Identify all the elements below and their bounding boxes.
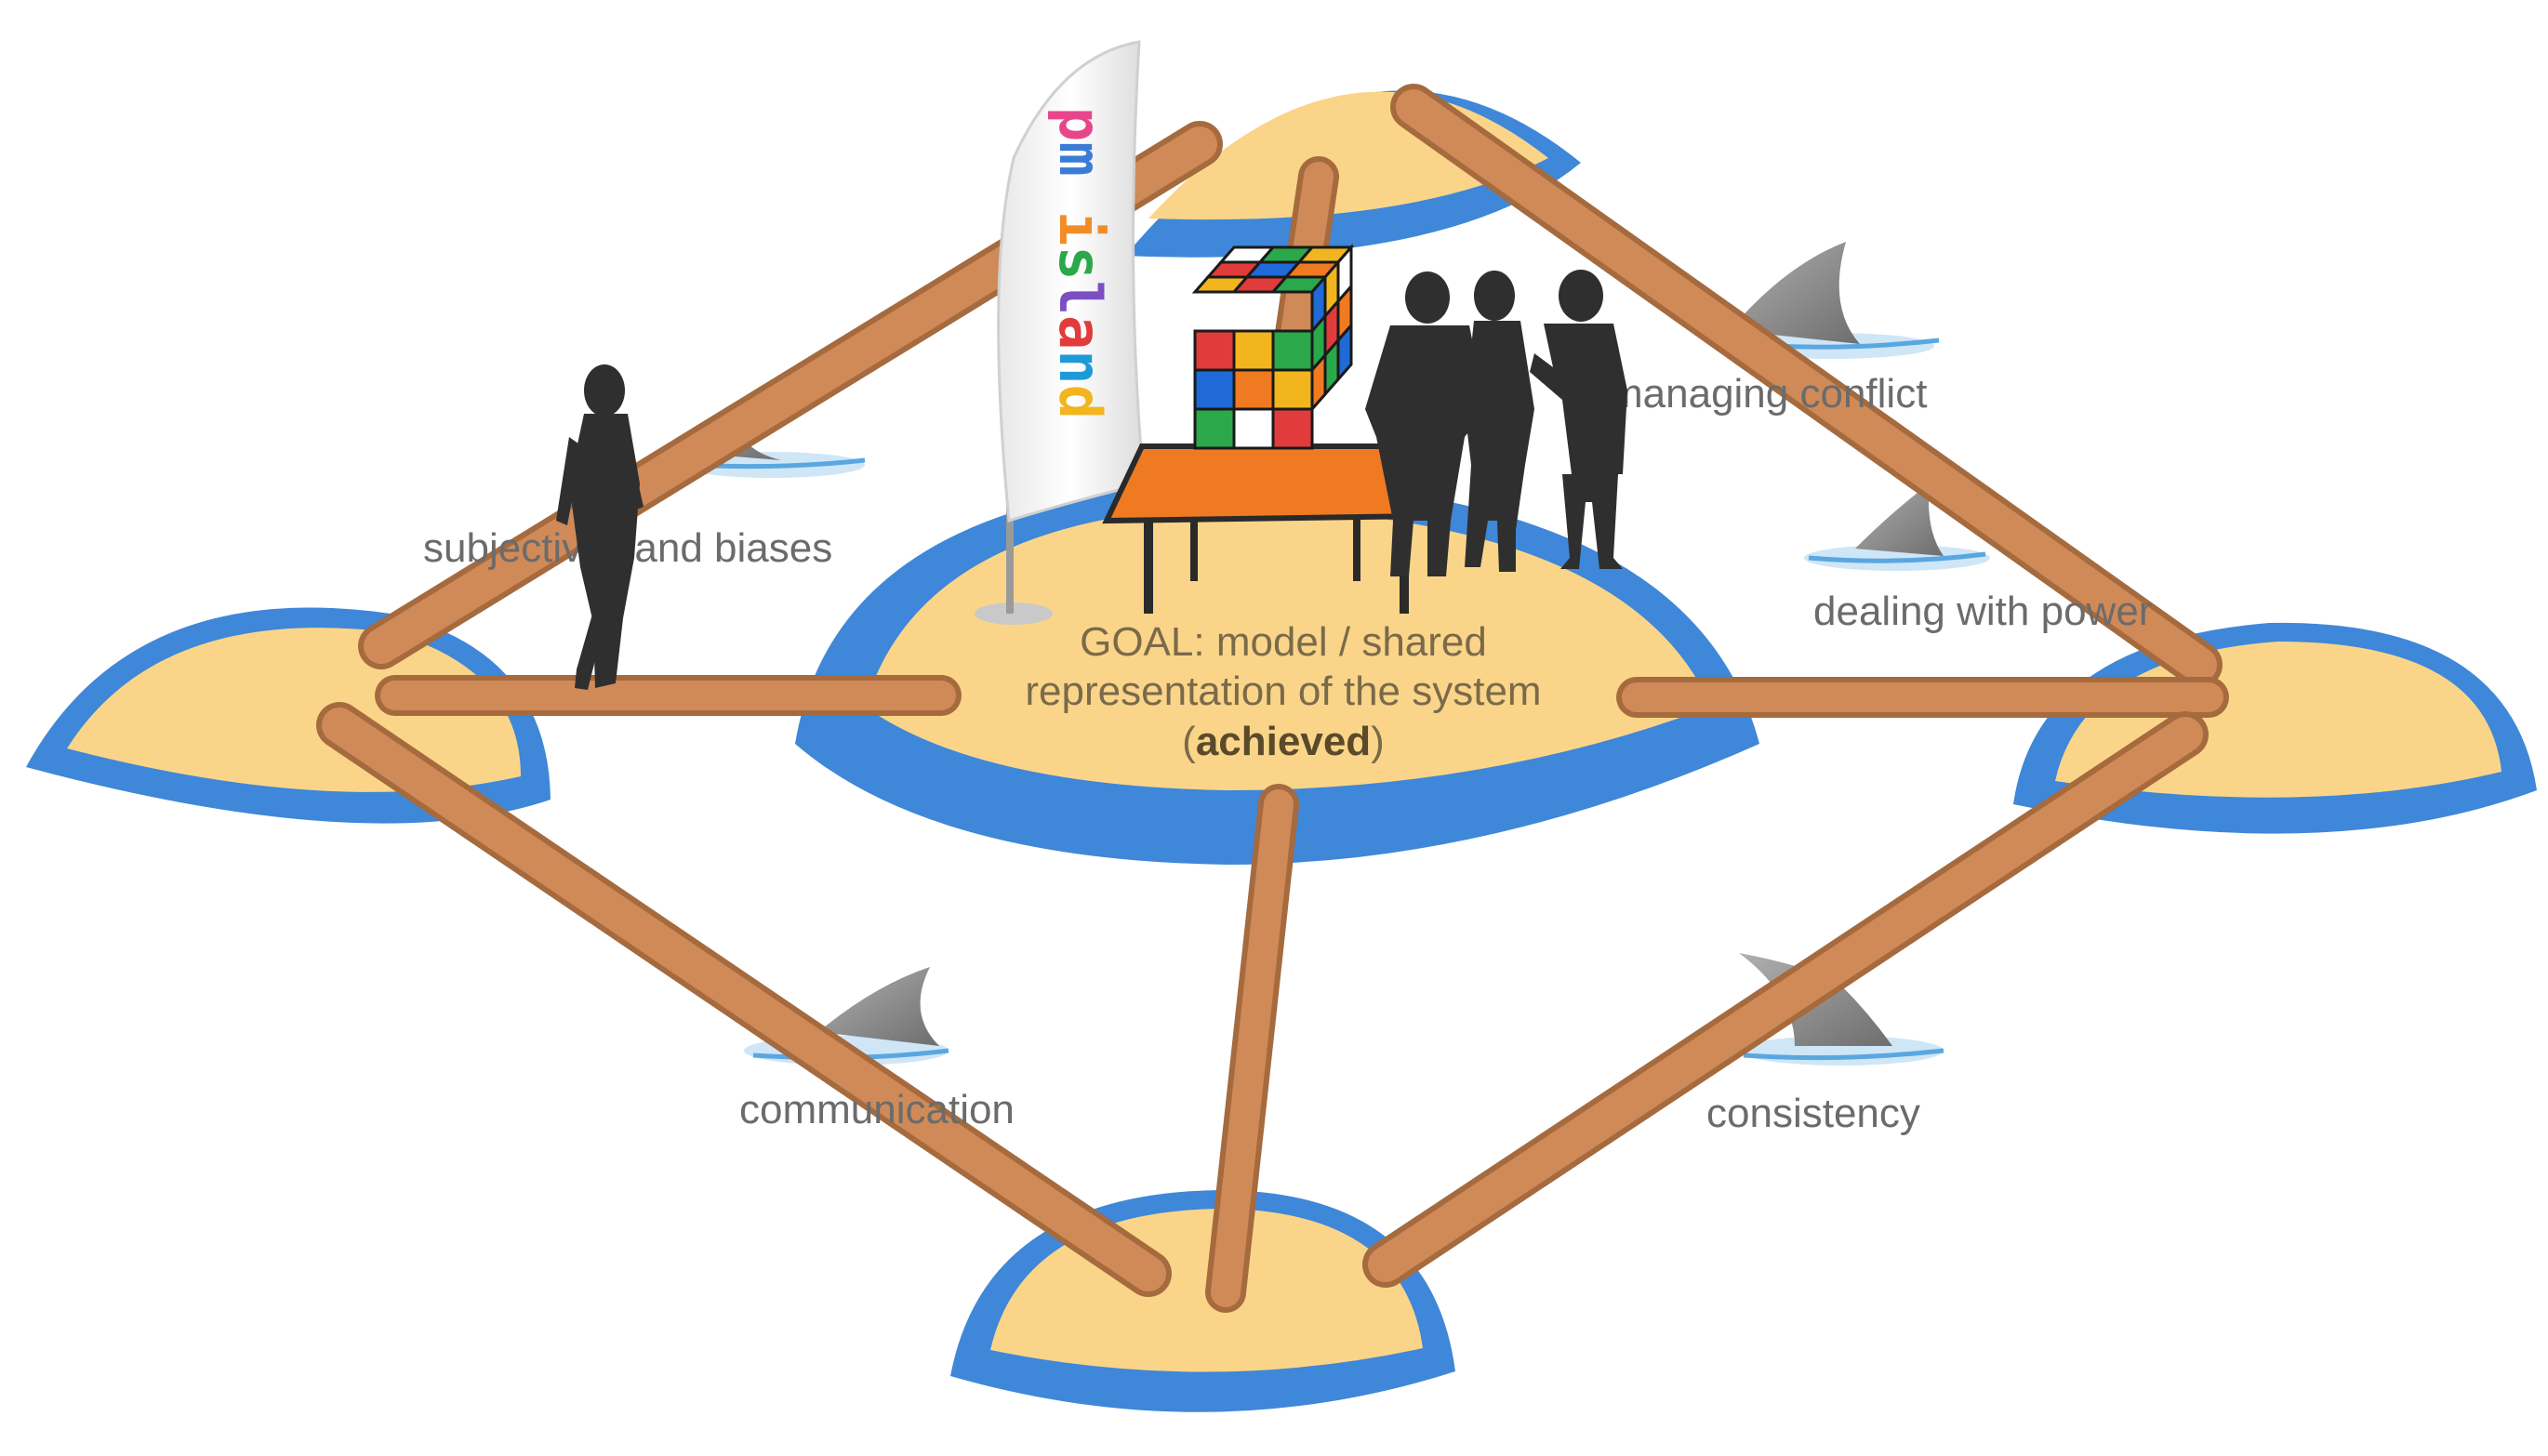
flag-letter: p	[1046, 107, 1114, 141]
cube-tile	[1232, 368, 1275, 411]
log-center-to-bottom	[1205, 784, 1299, 1313]
flag-letter: s	[1046, 245, 1114, 280]
label-communication: communication	[739, 1087, 1015, 1132]
rubiks-cube	[1191, 244, 1355, 450]
cube-tile	[1271, 368, 1314, 411]
cube-tile	[1232, 407, 1275, 450]
goal-text: GOAL: model / shared representation of t…	[1025, 619, 1541, 764]
island-center	[795, 479, 1759, 865]
cube-tile	[1271, 407, 1314, 450]
flag-letter: d	[1046, 385, 1114, 419]
flag-letter: l	[1046, 281, 1114, 315]
cube-tile	[1271, 329, 1314, 372]
flag-lettering: pm island	[1046, 107, 1114, 419]
pm-island-flag: pm island	[975, 40, 1146, 625]
label-managing-conflict: managing conflict	[1609, 371, 1927, 417]
person-1-silhouette	[1365, 271, 1486, 576]
flag-letter: a	[1046, 315, 1114, 350]
goal-achieved: achieved	[1196, 719, 1371, 764]
flag-text: pm island	[1046, 107, 1114, 419]
flag-letter: n	[1046, 350, 1114, 384]
walking-person-silhouette	[556, 364, 644, 690]
flag-letter	[1046, 177, 1114, 211]
person-3-silhouette	[1530, 270, 1627, 569]
label-dealing-with-power: dealing with power	[1813, 589, 2152, 634]
cube-tile	[1193, 368, 1236, 411]
shark-fin-right	[1804, 483, 1990, 571]
cube-tile	[1232, 329, 1275, 372]
log-top-to-right	[1390, 84, 2223, 688]
log-right-to-bottom	[1362, 711, 2209, 1288]
cube-tile	[1193, 329, 1236, 372]
cube-tile	[1336, 322, 1353, 383]
goal-line-1: GOAL: model / shared	[1080, 619, 1487, 665]
log-left-to-bottom	[316, 702, 1172, 1297]
flag-letter: m	[1046, 141, 1114, 176]
goal-line-3: (achieved)	[1182, 719, 1385, 764]
flag-letter: i	[1046, 211, 1114, 245]
team-silhouettes	[1365, 270, 1627, 576]
island-bottom	[950, 1190, 1455, 1412]
person-2-silhouette	[1465, 271, 1534, 572]
label-consistency: consistency	[1706, 1091, 1920, 1136]
cube-tile	[1193, 407, 1236, 450]
goal-line-2: representation of the system	[1025, 668, 1541, 714]
